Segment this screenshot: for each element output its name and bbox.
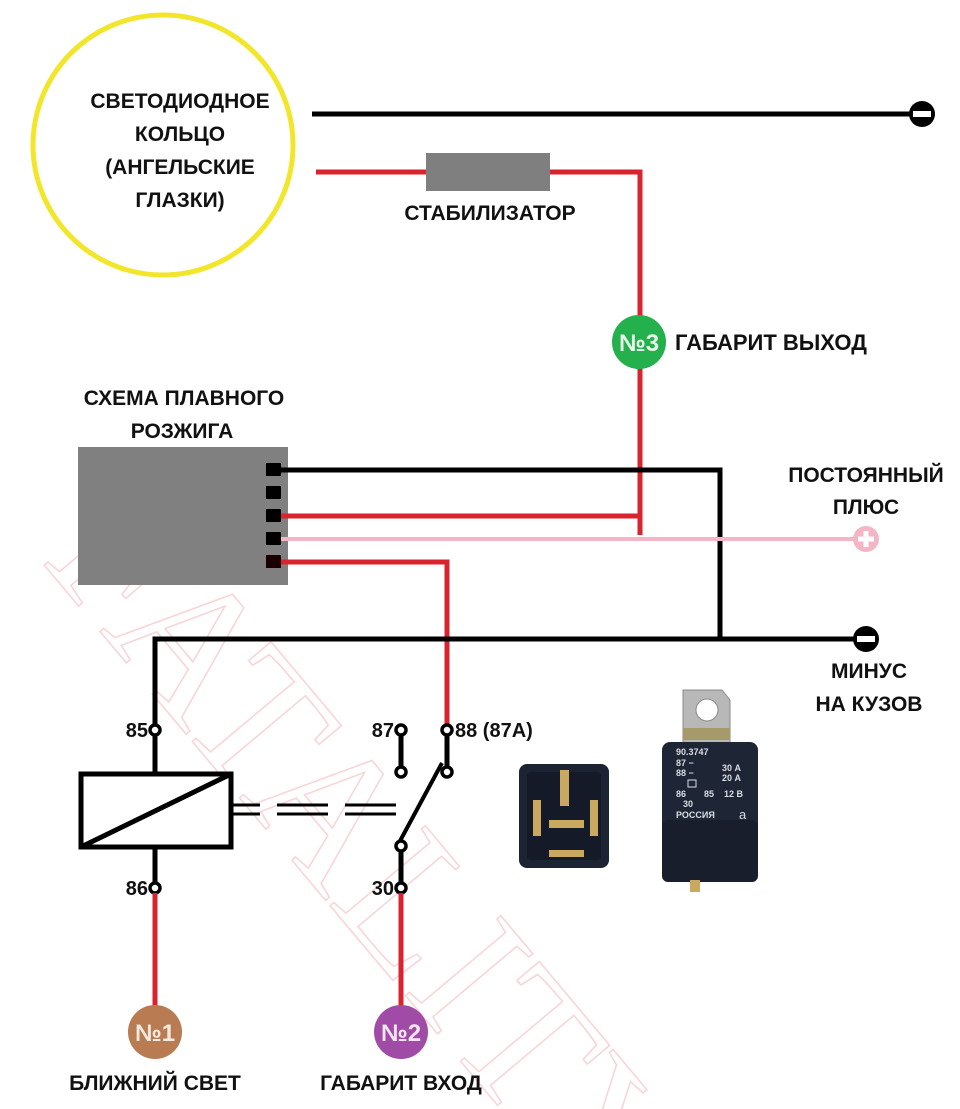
led-ring-label-1: СВЕТОДИОДНОЕ [90,90,269,113]
led-ring-label-4: ГЛАЗКИ) [135,189,224,212]
badge-2-number: №2 [381,1020,421,1047]
minus-body-label-2: НА КУЗОВ [816,693,923,716]
minus-body-label-1: МИНУС [831,660,907,683]
led-ring [30,12,296,278]
led-ring-label-3: (АНГЕЛЬСКИЕ [105,156,255,179]
module-pin-1 [266,463,281,476]
pin-30-label: 30 [372,878,394,900]
stabilizer-label: СТАБИЛИЗАТОР [404,202,575,225]
relay-print-30: 30 [683,799,693,809]
relay-photo-bottom [519,764,609,868]
pin-88-label: 88 (87А) [455,720,533,742]
minus-body-terminal [853,626,879,652]
soft-start-label-2: РОЗЖИГА [131,420,234,443]
relay-photo-side: 90.3747 87 − 30 А 88 − 20 А 86 85 12 В 3… [662,689,758,892]
badge-3: №3 [612,315,666,369]
relay-print-88: 88 − [676,768,694,778]
led-ring-label-2: КОЛЬЦО [135,123,225,146]
relay-print-87: 87 − [676,758,694,768]
contact-30 [394,839,408,853]
module-pin-2 [266,486,281,499]
soft-start-label-1: СХЕМА ПЛАВНОГО [84,387,285,410]
badge-1-label: БЛИЖНИЙ СВЕТ [69,1071,241,1095]
soft-start-module [78,447,288,585]
pin-87 [394,723,408,737]
module-input-wire [281,559,450,728]
switch-blade [398,762,444,842]
relay-print-30a: 30 А [722,763,742,773]
constant-plus-label-2: ПЛЮС [833,496,899,519]
badge-3-label: ГАБАРИТ ВЫХОД [675,330,867,355]
mechanical-link [232,803,396,816]
badge-1: №1 [128,1005,182,1059]
pin-30 [394,881,408,895]
relay-coil-symbol [687,779,697,788]
module-pin-4 [266,532,281,545]
relay-print-20a: 20 А [722,773,742,783]
minus-icon [857,636,875,642]
badge-2: №2 [374,1005,428,1059]
relay-terminal [560,770,569,806]
pin-86-label: 86 [126,878,148,900]
relay-print-12v: 12 В [724,789,744,799]
module-ground-wire [281,467,723,639]
positive-wire-led [316,169,643,535]
relay-print-country: РОССИЯ [676,810,715,820]
stabilizer [426,153,550,191]
badge-3-number: №3 [619,330,659,357]
badge-1-number: №1 [135,1020,175,1047]
pin-85-label: 85 [126,720,148,742]
minus-icon [913,111,931,117]
relay-print-86: 86 [676,789,686,799]
contact-87 [394,765,408,779]
relay-model: 90.3747 [676,747,709,757]
contact-88 [440,765,454,779]
pin-87-label: 87 [372,720,394,742]
relay-print-85: 85 [704,789,714,799]
relay-coil-diagonal [79,771,233,850]
pin-85 [148,723,162,737]
module-pin-3 [266,509,281,522]
ground-bus [152,636,866,728]
minus-top-terminal [909,101,935,127]
module-pin-5 [266,555,281,568]
cert-icon: a [739,807,747,822]
constant-plus-label-1: ПОСТОЯННЫЙ [788,463,944,487]
pin-86 [148,881,162,895]
constant-plus-terminal [853,526,879,552]
badge-2-label: ГАБАРИТ ВХОД [320,1072,482,1095]
pin-88 [440,723,454,737]
